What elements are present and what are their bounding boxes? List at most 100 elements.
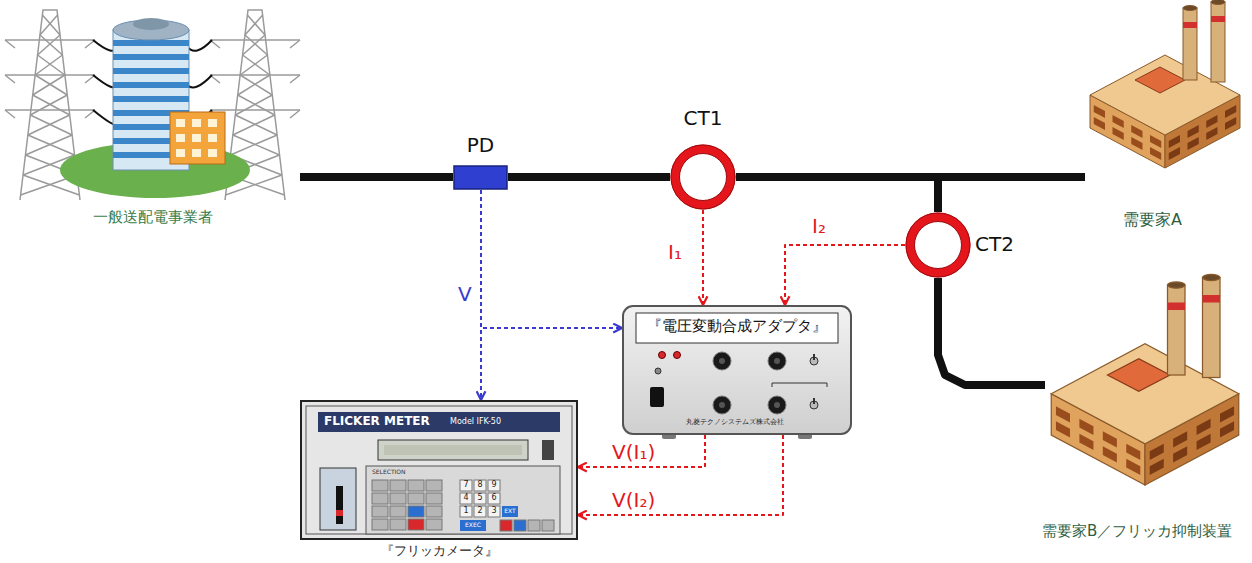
drawing-part: [1173, 446, 1187, 462]
ct-drawing: [905, 212, 971, 278]
drawing-part: [28, 115, 70, 135]
drawing-part: [488, 506, 500, 517]
signal-line: [578, 435, 783, 515]
drawing-part: [426, 493, 442, 504]
drawing-part: [1150, 459, 1164, 475]
drawing-part: [713, 396, 731, 414]
drawing-part: [1197, 434, 1211, 450]
meter-caption: 『フリッカメータ』: [300, 543, 578, 559]
signal-line: [481, 190, 622, 328]
drawing-part: [713, 352, 731, 370]
drawing-part: [238, 95, 275, 115]
signal-label: I₁: [668, 240, 682, 264]
drawing-part: [5, 109, 95, 111]
drawing-part: [719, 358, 725, 364]
drawing-part: [208, 134, 217, 142]
drawing-part: [1168, 285, 1186, 375]
drawing-part: [35, 55, 62, 75]
drawing-part: [1103, 446, 1117, 462]
drawing-part: [245, 15, 263, 35]
drawing-part: [113, 54, 189, 60]
key-label: EXEC: [460, 522, 486, 529]
drawing-part: [623, 306, 851, 434]
drawing-part: [1103, 431, 1117, 447]
customer-factory: 需要家A: [1085, 0, 1245, 185]
drawing-part: [301, 401, 577, 539]
drawing-part: [1169, 147, 1180, 160]
drawing-part: [1168, 303, 1186, 311]
sensor-label: PD: [443, 133, 518, 157]
key-label: 8: [474, 481, 486, 490]
drawing-part: [500, 520, 512, 531]
drawing-part: [1079, 434, 1093, 450]
key-label: 5: [474, 494, 486, 503]
drawing-part: [1168, 282, 1186, 288]
drawing-part: [1206, 115, 1217, 128]
drawing-part: [655, 368, 661, 374]
drawing-part: [170, 112, 225, 164]
drawing-part: [1197, 419, 1211, 435]
drawing-part: [210, 39, 300, 41]
drawing-part: [1094, 117, 1105, 130]
key-label: 1: [460, 507, 472, 516]
ct-sensor: CT1: [670, 144, 736, 210]
drawing-part: [240, 75, 272, 95]
utility-building: 一般送配電事業者: [5, 0, 300, 205]
drawing-part: [176, 119, 185, 127]
drawing-part: [28, 135, 75, 155]
title-plate: [636, 313, 838, 343]
power-line: [736, 177, 938, 212]
drawing-part: [336, 486, 343, 524]
drawing-part: [30, 115, 72, 135]
drawing-part: [1126, 444, 1140, 460]
key-label: 6: [488, 494, 500, 503]
drawing-part: [245, 35, 267, 55]
adapter-body: [623, 306, 851, 439]
drawing-part: [1131, 137, 1142, 150]
drawing-part: [208, 119, 217, 127]
drawing-part: [502, 506, 518, 517]
drawing-part: [915, 222, 962, 269]
drawing-part: [5, 75, 95, 83]
drawing-part: [426, 480, 442, 491]
drawing-part: [1056, 421, 1070, 437]
drawing-part: [1183, 8, 1197, 80]
drawing-part: [514, 520, 526, 531]
drawing-part: [1211, 2, 1225, 82]
drawing-part: [38, 55, 65, 75]
drawing-part: [233, 135, 280, 155]
drawing-part: [680, 154, 727, 201]
drawing-part: [1094, 105, 1105, 118]
power-line: [300, 173, 453, 181]
drawing-part: [30, 95, 67, 115]
drawing-part: [320, 468, 356, 530]
factory-icon: [1051, 274, 1239, 485]
drawing-part: [372, 506, 388, 517]
ct-ring: [675, 149, 731, 205]
factory-drawing: [1045, 270, 1245, 510]
drawing-part: [240, 55, 267, 75]
drawing-part: [208, 149, 217, 157]
drawing-part: [474, 493, 486, 504]
pd-body: [454, 166, 507, 189]
drawing-part: [674, 352, 681, 359]
pd-sensor: PD: [453, 165, 508, 190]
signal-line: [785, 245, 905, 305]
drawing-part: [906, 213, 970, 277]
drawing-part: [426, 519, 442, 530]
drawing-part: [1188, 125, 1199, 138]
drawing-part: [1203, 278, 1221, 378]
drawing-part: [1225, 117, 1236, 130]
drawing-part: [113, 82, 189, 88]
signal-label: V(I₁): [612, 440, 655, 464]
drawing-part: [372, 519, 388, 530]
customer-factory: 需要家B／フリッカ抑制装置: [1045, 270, 1245, 510]
drawing-part: [33, 75, 65, 95]
drawing-part: [210, 75, 300, 83]
drawing-part: [35, 75, 67, 95]
power-line: [508, 173, 670, 181]
drawing-part: [813, 354, 815, 360]
drawing-part: [474, 480, 486, 491]
flicker-meter: FLICKER METERModel IFK-50『フリッカメータ』: [300, 400, 578, 540]
